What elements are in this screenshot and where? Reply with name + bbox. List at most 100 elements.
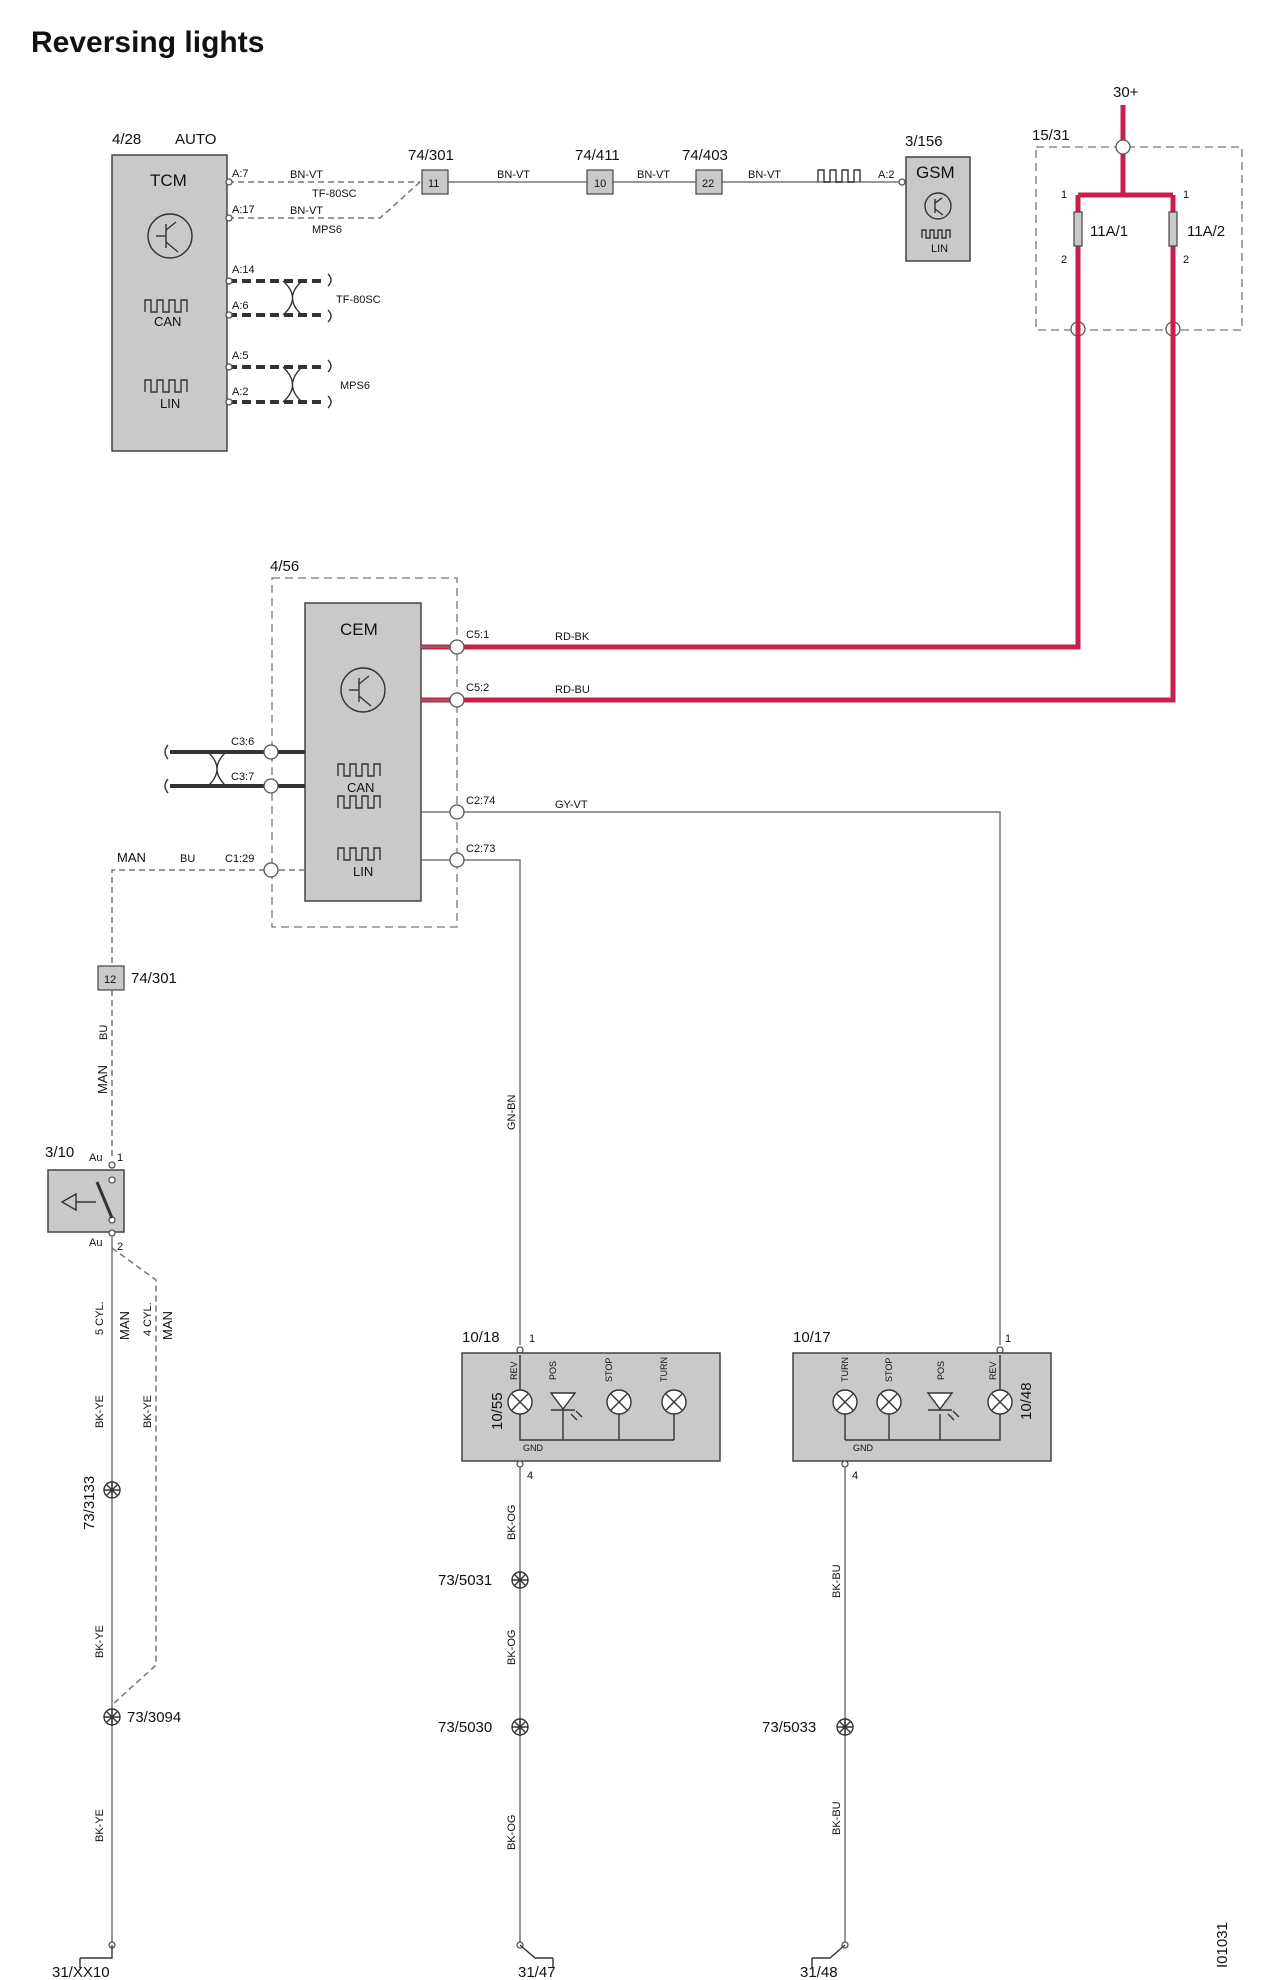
label-gyvt: GY-VT [555,799,588,811]
reverse-switch: 3/10 Au 1 Au 2 [45,1144,125,1253]
pin-dot [1115,139,1131,155]
label-bkog-3: BK-OG [506,1815,518,1850]
bulb-icon [661,1389,687,1415]
label-bnvt-3: BN-VT [497,169,530,181]
fuse-box: 30+ 15/31 11A/1 11A/2 1 1 2 2 [1032,84,1243,337]
lin-pulse-icon [144,379,188,393]
cem-pin-c129-label: C1:29 [225,853,254,865]
cem-module: 4/56 CEM CAN LIN [270,558,458,928]
label-bkye-1: BK-YE [94,1395,106,1428]
tcm-can-label: CAN [154,314,181,329]
lamp-right-circuit [844,1414,1001,1441]
supply-30-label: 30+ [1113,84,1139,101]
label-rdbu: RD-BU [555,684,590,696]
label-tf80-2: TF-80SC [336,294,381,306]
lamp-left-turn: TURN [659,1357,669,1382]
transistor-icon [340,667,386,713]
page-title: Reversing lights [31,26,264,59]
bus-end-icon [327,273,332,323]
lamp-right-ref: 10/17 [793,1329,831,1346]
can-pulse-icon [144,299,188,313]
document-id: I01031 [1214,1922,1231,1968]
switch-au-top: Au [89,1152,102,1164]
connector-12-label: 12 [104,974,116,986]
pin-dot [225,311,233,319]
label-bu-2: BU [98,1025,110,1040]
cem-pin-c36-label: C3:6 [231,736,254,748]
lamp-right-gnd: GND [853,1443,874,1453]
lin-pulse-icon [337,847,381,861]
lamp-left-pin-1: 1 [529,1333,535,1345]
connector-74-301-ref-2: 74/301 [131,970,177,987]
lamp-left-rev: REV [509,1361,519,1380]
label-bkbu-2: BK-BU [831,1801,843,1835]
wire-tcm-a17 [228,181,421,219]
wire-gyvt [421,811,1001,1345]
tcm-lin-label: LIN [160,396,180,411]
cem-lin-label: LIN [353,864,373,879]
lamp-left-pin-4: 4 [527,1470,533,1482]
pin-dot [108,1161,116,1169]
bulb-icon [507,1389,533,1415]
connector-11 [421,169,449,195]
tcm-pin-a2: A:2 [232,386,249,398]
lamp-right-turn: TURN [840,1357,850,1382]
label-bkye-3: BK-YE [94,1625,106,1658]
rear-lamp-right: 10/17 1 10/48 TURN STOP POS REV GND 4 [792,1329,1052,1482]
switch-pin-1: 1 [117,1152,123,1164]
cem-box [304,602,422,902]
label-bkye-2: BK-YE [142,1395,154,1428]
tcm-pin-a6: A:6 [232,300,249,312]
label-bkye-4: BK-YE [94,1809,106,1842]
fuse-11a2-body [1168,211,1178,247]
cem-pin-c37 [263,778,279,794]
pin-dot [225,363,233,371]
tcm-module: 4/28 AUTO TCM CAN LIN A:7 A:17 A:14 A:6 … [111,131,255,452]
switch-lever-icon [95,1181,114,1219]
pin-dot [108,1176,116,1184]
connector-10-label: 10 [594,178,606,190]
label-bu-1: BU [180,853,195,865]
bulb-icon [832,1389,858,1415]
splice-icon [511,1718,529,1736]
cem-label: CEM [340,620,378,639]
label-5cyl: 5 CYL. [94,1301,106,1335]
ground-xx10-label: 31/XX10 [52,1964,110,1980]
label-man-2: MAN [95,1065,110,1094]
led-icon [926,1392,960,1421]
connector-74-411-ref: 74/411 [575,147,620,164]
pin-dot [898,178,906,186]
label-4cyl: 4 CYL. [142,1302,154,1336]
cem-pin-c51 [449,639,465,655]
wire-rdbk [420,262,1081,650]
cem-outline [271,577,458,928]
gsm-box [905,156,971,262]
fuse-pin-1a: 1 [1061,189,1067,201]
label-bkog-1: BK-OG [506,1505,518,1540]
can-pulse-icon [337,763,381,777]
cem-pin-c52 [449,692,465,708]
label-bnvt-4: BN-VT [637,169,670,181]
twisted-pair-icon [282,280,303,316]
connector-22 [695,169,723,195]
tcm-pin-a7: A:7 [232,168,249,180]
bulb-icon [987,1389,1013,1415]
transistor-icon [934,208,944,216]
fuse-pin-1b: 1 [1183,189,1189,201]
can-pulse-icon [337,795,381,809]
cem-pin-c129 [263,862,279,878]
transistor-icon [147,213,193,259]
switch-ref: 3/10 [45,1144,74,1161]
pin-dot [108,1229,116,1237]
fuse-11a1-label: 11A/1 [1090,223,1128,240]
label-bkbu-1: BK-BU [831,1564,843,1598]
label-mps6-2: MPS6 [340,380,370,392]
splice-5033-label: 73/5033 [762,1719,816,1736]
pin-dot [225,277,233,285]
switch-au-bottom: Au [89,1237,102,1249]
switch-arrow-icon [60,1192,96,1212]
twisted-pair-icon [207,751,227,787]
label-man-4: MAN [160,1311,175,1340]
cem-pin-c274 [449,804,465,820]
